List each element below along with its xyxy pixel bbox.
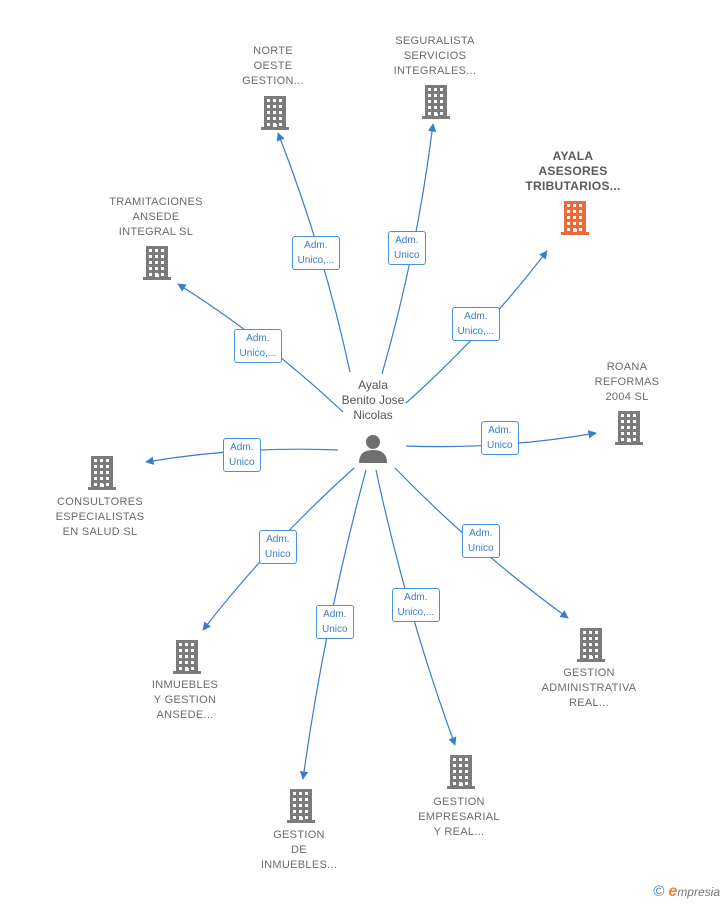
role-badge-inmuebles-gestion-line: Unico <box>265 549 291 560</box>
copyright-icon: © <box>653 883 665 900</box>
building-icon-roana[interactable] <box>615 411 643 445</box>
company-label-gestion-administrativa-line: ADMINISTRATIVA <box>541 682 637 694</box>
company-label-gestion-inmuebles-line: INMUEBLES... <box>260 859 338 871</box>
building-icon-seguralista[interactable] <box>422 85 450 119</box>
building-icon-norte[interactable] <box>261 96 289 130</box>
company-label-seguralista[interactable]: SEGURALISTA SERVICIOS INTEGRALES... <box>365 34 505 79</box>
role-badge-gestion-administrativa-line: Adm. <box>469 528 493 539</box>
role-badge-seguralista-line: Unico <box>394 250 420 261</box>
company-label-seguralista-line: INTEGRALES... <box>393 65 477 77</box>
company-label-seguralista-line: SEGURALISTA <box>395 35 475 47</box>
brand-logo-text: mpresia <box>677 885 720 899</box>
company-label-gestion-administrativa[interactable]: GESTION ADMINISTRATIVA REAL... <box>519 666 659 711</box>
role-badge-norte-line: Unico,... <box>297 255 335 266</box>
company-label-norte-line: OESTE <box>253 60 293 72</box>
building-icon-gestion-administrativa[interactable] <box>577 628 605 662</box>
company-label-roana-line: REFORMAS <box>594 376 660 388</box>
company-label-inmuebles-gestion-line: ANSEDE... <box>156 709 214 721</box>
role-badge-roana-line: Unico <box>487 440 513 451</box>
company-label-gestion-inmuebles[interactable]: GESTION DE INMUEBLES... <box>229 828 369 873</box>
company-label-gestion-administrativa-line: REAL... <box>568 697 609 709</box>
person-icon[interactable] <box>359 435 387 463</box>
building-icon-gestion-inmuebles[interactable] <box>287 789 315 823</box>
building-icon-consultores[interactable] <box>88 456 116 490</box>
company-label-gestion-inmuebles-line: GESTION <box>273 829 325 841</box>
role-badge-roana-line: Adm. <box>488 425 512 436</box>
company-label-consultores-line: EN SALUD SL <box>62 526 138 538</box>
company-label-inmuebles-gestion-line: INMUEBLES <box>151 679 219 691</box>
role-badge-ayala-asesores-line: Unico,... <box>457 326 495 337</box>
role-badge-gestion-administrativa[interactable]: Adm. Unico <box>462 524 500 558</box>
company-label-gestion-empresarial-line: Y REAL... <box>433 826 485 838</box>
role-badge-norte[interactable]: Adm. Unico,... <box>291 236 341 270</box>
building-icon-inmuebles-gestion[interactable] <box>173 640 201 674</box>
role-badge-consultores[interactable]: Adm. Unico <box>223 438 261 472</box>
company-label-roana[interactable]: ROANA REFORMAS 2004 SL <box>557 360 697 405</box>
role-badge-roana[interactable]: Adm. Unico <box>481 421 519 455</box>
company-label-gestion-empresarial[interactable]: GESTION EMPRESARIAL Y REAL... <box>389 795 529 840</box>
company-label-gestion-empresarial-line: EMPRESARIAL <box>418 811 500 823</box>
company-label-gestion-administrativa-line: GESTION <box>563 667 615 679</box>
role-badge-tramitaciones-line: Adm. <box>246 333 270 344</box>
role-badge-consultores-line: Unico <box>229 457 255 468</box>
footer-brand: ©empresia <box>653 883 720 901</box>
building-icon-gestion-empresarial[interactable] <box>447 755 475 789</box>
company-label-tramitaciones-line: TRAMITACIONES <box>109 196 203 208</box>
role-badge-ayala-asesores[interactable]: Adm. Unico,... <box>451 307 501 341</box>
company-label-roana-line: 2004 SL <box>605 391 649 403</box>
role-badge-gestion-inmuebles-line: Unico <box>322 624 348 635</box>
role-badge-inmuebles-gestion-line: Adm. <box>266 534 290 545</box>
role-badge-gestion-inmuebles-line: Adm. <box>323 609 347 620</box>
company-label-ayala-asesores-line: TRIBUTARIOS... <box>525 179 621 193</box>
company-label-gestion-inmuebles-line: DE <box>291 844 307 856</box>
company-label-gestion-empresarial-line: GESTION <box>433 796 485 808</box>
company-label-tramitaciones-line: ANSEDE <box>132 211 180 223</box>
company-label-tramitaciones-line: INTEGRAL SL <box>118 226 194 238</box>
role-badge-tramitaciones-line: Unico,... <box>239 348 277 359</box>
company-label-norte-line: NORTE <box>253 45 293 57</box>
company-label-ayala-asesores-line: AYALA <box>552 149 594 163</box>
company-label-consultores-line: ESPECIALISTAS <box>55 511 145 523</box>
company-label-norte[interactable]: NORTE OESTE GESTION... <box>203 44 343 89</box>
role-badge-seguralista[interactable]: Adm. Unico <box>388 231 426 265</box>
company-label-norte-line: GESTION... <box>242 75 304 87</box>
person-name-label-line: Ayala <box>358 378 388 392</box>
role-badge-gestion-inmuebles[interactable]: Adm. Unico <box>316 605 354 639</box>
brand-logo-e: e <box>668 883 678 900</box>
role-badge-gestion-empresarial-line: Adm. <box>404 592 428 603</box>
company-label-consultores[interactable]: CONSULTORES ESPECIALISTAS EN SALUD SL <box>30 495 170 540</box>
company-label-seguralista-line: SERVICIOS <box>403 50 467 62</box>
role-badge-gestion-empresarial-line: Unico,... <box>397 607 435 618</box>
role-badge-ayala-asesores-line: Adm. <box>464 311 488 322</box>
role-badge-seguralista-line: Adm. <box>395 235 419 246</box>
company-label-roana-line: ROANA <box>606 361 648 373</box>
company-label-inmuebles-gestion-line: Y GESTION <box>153 694 217 706</box>
role-badge-inmuebles-gestion[interactable]: Adm. Unico <box>259 530 297 564</box>
company-label-inmuebles-gestion[interactable]: INMUEBLES Y GESTION ANSEDE... <box>115 678 255 723</box>
company-label-consultores-line: CONSULTORES <box>56 496 144 508</box>
role-badge-norte-line: Adm. <box>304 240 328 251</box>
company-label-ayala-asesores-line: ASESORES <box>538 164 608 178</box>
company-label-tramitaciones[interactable]: TRAMITACIONES ANSEDE INTEGRAL SL <box>86 195 226 240</box>
person-name-label-line: Benito Jose <box>341 393 405 407</box>
role-badge-gestion-administrativa-line: Unico <box>468 543 494 554</box>
person-name-label-line: Nicolas <box>353 408 393 422</box>
role-badge-gestion-empresarial[interactable]: Adm. Unico,... <box>391 588 441 622</box>
role-badge-consultores-line: Adm. <box>230 442 254 453</box>
building-icon-tramitaciones[interactable] <box>143 246 171 280</box>
role-badge-tramitaciones[interactable]: Adm. Unico,... <box>233 329 283 363</box>
building-icon-ayala-asesores[interactable] <box>561 201 589 235</box>
